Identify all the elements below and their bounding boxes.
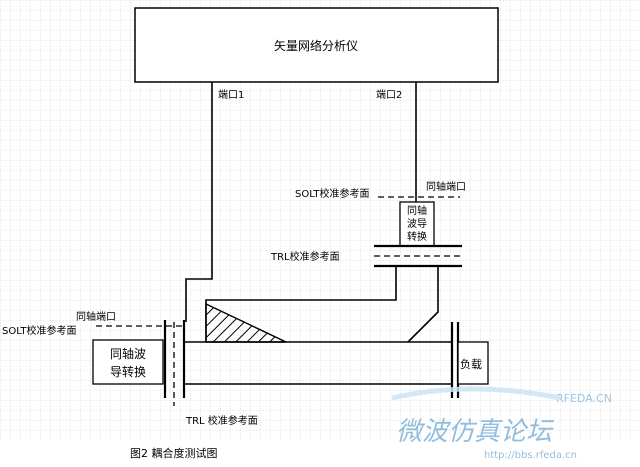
adapter-left-line2: 导转换 xyxy=(110,364,146,379)
coax-port-left-label: 同轴端口 xyxy=(76,310,116,323)
load-label: 负载 xyxy=(460,357,482,371)
watermark-site: RFEDA.CN xyxy=(556,392,612,405)
vna-box xyxy=(134,7,499,83)
coax-port-right-label: 同轴端口 xyxy=(426,180,466,193)
port1-label: 端口1 xyxy=(218,88,244,101)
adapter-left-line1: 同轴波 xyxy=(110,346,146,361)
vna-title: 矢量网络分析仪 xyxy=(274,38,358,53)
watermark-forum: 微波仿真论坛 xyxy=(396,417,555,447)
coupled-arm-inner xyxy=(407,266,439,343)
load-box xyxy=(457,341,489,385)
trl-ref-right-label: TRL校准参考面 xyxy=(270,250,340,263)
solt-ref-left-label: SOLT校准参考面 xyxy=(2,324,77,337)
port1-cable xyxy=(185,82,213,322)
watermark-swoosh xyxy=(391,386,561,401)
watermark-url: http://bbs.rfeda.cn xyxy=(484,450,577,461)
figure-caption: 图2 耦合度测试图 xyxy=(130,446,218,460)
adapter-right-line2: 波导 xyxy=(407,217,427,230)
trl-ref-bottom-label: TRL 校准参考面 xyxy=(185,414,258,427)
adapter-left-box xyxy=(92,339,164,385)
adapter-right-line3: 转换 xyxy=(407,230,427,243)
adapter-right-box xyxy=(399,201,435,247)
watermark: RFEDA.CN 微波仿真论坛 http://bbs.rfeda.cn xyxy=(391,386,612,461)
port2-label: 端口2 xyxy=(376,88,402,101)
solt-ref-right-label: SOLT校准参考面 xyxy=(295,187,370,200)
adapter-right-line1: 同轴 xyxy=(407,204,427,217)
